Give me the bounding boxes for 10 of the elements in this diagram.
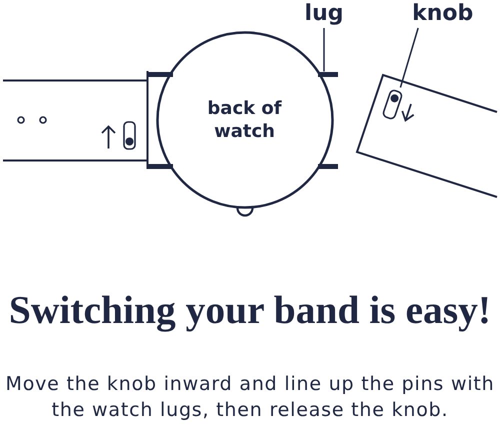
lug-bar	[318, 72, 338, 76]
callout-label: lug	[304, 0, 344, 28]
watch-circle	[156, 31, 334, 209]
knob-icon	[381, 88, 404, 120]
callout-label: knob	[412, 0, 474, 28]
instruction-text: Move the knob inward and line up the pins with the watch lugs, then release the knob.	[4, 372, 496, 422]
leader-line	[400, 28, 419, 88]
leader-line	[323, 28, 325, 72]
watch-label: back of watch	[206, 97, 283, 143]
heading: Switching your band is easy!	[8, 287, 492, 333]
